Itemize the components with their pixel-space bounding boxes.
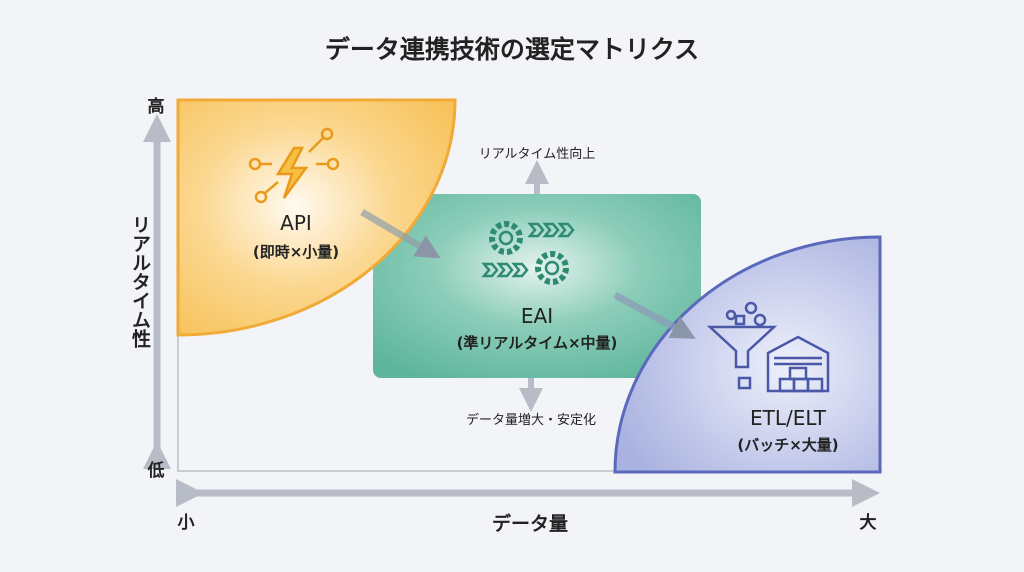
eai-label: EAI (521, 304, 553, 328)
api-label: API (280, 211, 312, 235)
eai-region (373, 194, 701, 378)
y-axis-low: 低 (147, 460, 165, 481)
funnel-warehouse-icon (706, 301, 830, 393)
down-annotation: データ量増大・安定化 (466, 412, 596, 428)
diagram-title: データ連携技術の選定マトリクス (325, 35, 699, 64)
x-axis-high: 大 (860, 512, 877, 533)
lightning-network-icon (248, 127, 340, 204)
etl-sublabel: (バッチ×大量) (737, 436, 838, 454)
api-region (176, 98, 457, 337)
x-axis-low: 小 (178, 513, 195, 533)
api-sublabel: (即時×小量) (253, 243, 339, 261)
eai-to-etl-arrow (613, 291, 696, 339)
gears-icon (481, 221, 575, 285)
eai-sublabel: (準リアルタイム×中量) (457, 334, 618, 352)
y-axis-label: リアルタイム性 (129, 215, 151, 349)
up-annotation: リアルタイム性向上 (479, 146, 596, 162)
x-axis-label: データ量 (492, 512, 568, 535)
y-axis-high: 高 (148, 96, 165, 117)
etl-label: ETL/ELT (750, 406, 827, 430)
api-to-eai-arrow (360, 208, 441, 259)
